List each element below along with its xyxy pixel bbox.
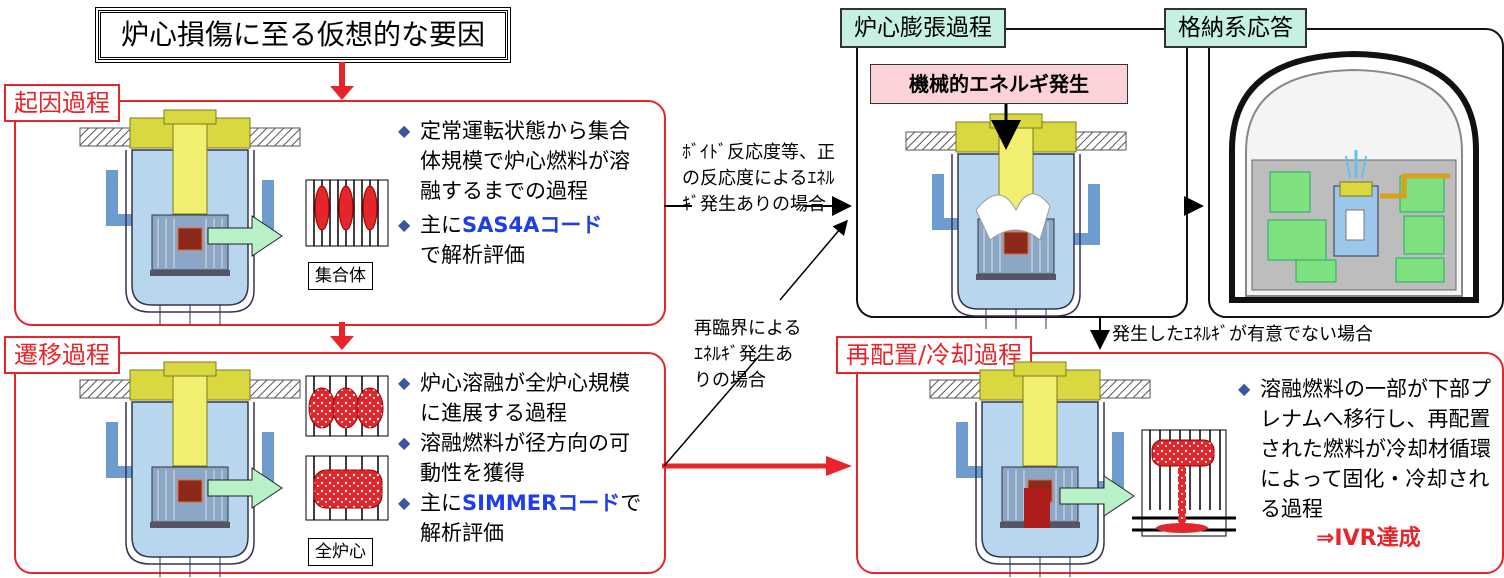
reactor-vessel-icon [930,362,1150,577]
diamond-bullet-icon: ◆ [398,433,411,452]
zoom-arrow-icon [207,467,283,509]
transition-bullets: ◆ 炉心溶融が全炉心規模に進展する過程 ◆ 溶融燃料が径方向の可動性を獲得 ◆ 主にS… [396,368,646,548]
code-name: SIMMERコード [462,491,621,515]
bullet-text: 主に [420,491,462,515]
transition-phase-tag: 遷移過程 [4,336,120,374]
containment-vessel-figure [1229,50,1479,303]
bullet-text: 炉心溶融が全炉心規模に進展する過程 [420,371,630,425]
bullet-text: で解析評価 [420,243,525,267]
relocation-phase-tag: 再配置/冷却過程 [836,336,1033,374]
bullet-item: ◆ 主にSAS4Aコードで解析評価 [396,210,646,270]
bullet-item: ◆ 主にSIMMERコードで解析評価 [396,488,646,548]
bullet-text: 主に [420,213,462,237]
code-name: SAS4Aコード [462,213,603,237]
arrow-recriticality-to-expansion [779,219,848,301]
diamond-bullet-icon: ◆ [398,121,411,140]
diamond-bullet-icon: ◆ [1238,379,1251,398]
expansion-phase-tag: 炉心膨張過程 [840,8,1006,48]
relocation-figure [1024,429,1236,537]
recriticality-note: 再臨界によるｴﾈﾙｷﾞ発生ありの場合 [694,318,802,391]
containment-tag: 格納系応答 [1164,8,1307,48]
bullet-text: 定常運転状態から集合体規模で炉心燃料が溶融するまでの過程 [420,119,630,203]
mechanical-energy-label: 機械的エネルギ発生 [870,64,1128,104]
ivr-achieved-label: ⇒IVR達成 [1316,526,1421,551]
zoom-arrow-icon [1059,475,1135,517]
page-title: 炉心損傷に至る仮想的な要因 [94,7,512,63]
reactor-vessel-icon [80,362,300,577]
diamond-bullet-icon: ◆ [398,373,411,392]
initiating-phase-tag: 起因過程 [4,84,120,122]
bullet-item: ◆ 定常運転状態から集合体規模で炉心燃料が溶融するまでの過程 [396,116,646,206]
initiating-bullets: ◆ 定常運転状態から集合体規模で炉心燃料が溶融するまでの過程 ◆ 主にSAS4Aコー… [396,116,646,270]
no-energy-note: 発生したｴﾈﾙｷﾞが有意でない場合 [1112,324,1373,345]
subassembly-figure [305,179,389,247]
bullet-text: 溶融燃料の一部が下部プレナムへ移行し、再配置された燃料が冷却材循環によって固化・… [1260,377,1491,521]
bullet-item: ◆ 溶融燃料の一部が下部プレナムへ移行し、再配置された燃料が冷却材循環によって固化… [1236,374,1498,524]
whole-core-label: 全炉心 [308,538,373,566]
void-reactivity-note: ﾎﾞｲﾄﾞ反応度等、正の反応度によるｴﾈﾙｷﾞ発生ありの場合 [682,142,835,215]
diamond-bullet-icon: ◆ [398,493,411,512]
bullet-text: で解析評価 [420,491,642,545]
bullet-text: 溶融燃料が径方向の可動性を獲得 [420,431,630,485]
line-recriticality [663,354,761,467]
relocation-bullets: ◆ 溶融燃料の一部が下部プレナムへ移行し、再配置された燃料が冷却材循環によって固化… [1236,374,1498,554]
zoom-arrow-icon [207,215,283,257]
expansion-bubble [975,193,1051,241]
bullet-item: ◆ 炉心溶融が全炉心規模に進展する過程 [396,368,646,428]
diamond-bullet-icon: ◆ [398,215,411,234]
subassembly-label: 集合体 [308,262,373,290]
whole-core-figure [305,375,389,521]
reactor-vessel-icon [80,110,300,325]
bullet-item: ◆ 溶融燃料が径方向の可動性を獲得 [396,428,646,488]
